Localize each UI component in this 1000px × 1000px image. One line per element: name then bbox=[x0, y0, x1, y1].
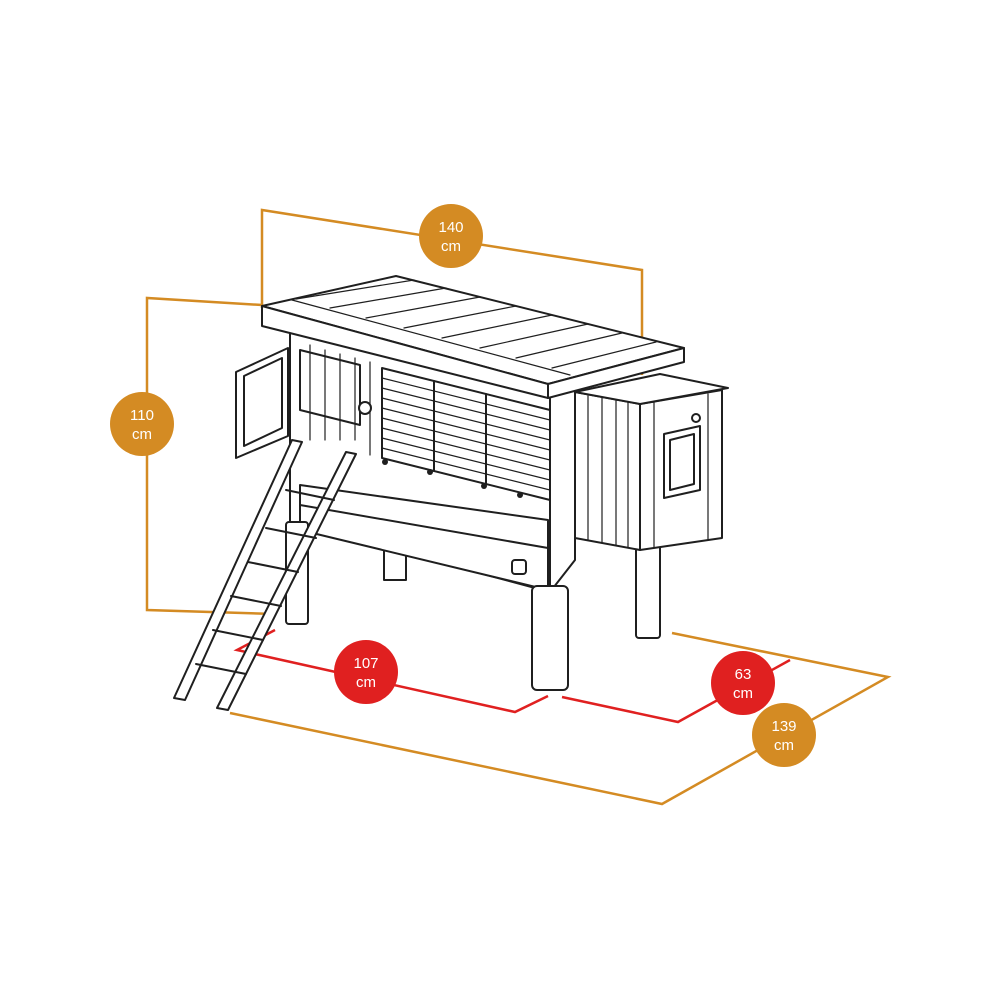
roof-panels bbox=[291, 279, 657, 376]
badge-width-value: 140 bbox=[438, 219, 463, 236]
badge-overall-depth-value: 139 bbox=[771, 718, 796, 735]
badge-inner-depth: 63 cm bbox=[711, 651, 775, 715]
badge-inner-depth-value: 63 bbox=[735, 666, 752, 683]
nest-opening bbox=[299, 349, 361, 426]
badge-width-unit: cm bbox=[441, 238, 461, 255]
badge-height: 110 cm bbox=[110, 392, 174, 456]
ladder bbox=[173, 439, 357, 711]
coop-right-end bbox=[549, 387, 576, 593]
nest-box-slats bbox=[587, 393, 709, 548]
coop-drawing bbox=[173, 275, 729, 711]
back-right-leg bbox=[635, 539, 661, 639]
badge-width: 140 cm bbox=[419, 204, 483, 268]
vent-hinge-dots bbox=[382, 459, 523, 498]
nest-box-front bbox=[574, 391, 641, 551]
badge-height-unit: cm bbox=[132, 426, 152, 443]
latch-knob bbox=[358, 401, 372, 415]
badge-height-value: 110 bbox=[130, 407, 154, 424]
tray-handle bbox=[511, 559, 527, 575]
badge-overall-depth-unit: cm bbox=[774, 737, 794, 754]
roof-right-edge bbox=[547, 347, 685, 399]
nest-box-lid bbox=[574, 373, 729, 405]
inner-dimension-lines bbox=[233, 628, 791, 724]
badge-overall-depth: 139 cm bbox=[752, 703, 816, 767]
vent-louvers bbox=[381, 377, 551, 491]
door-window bbox=[243, 357, 283, 447]
badge-inner-depth-unit: cm bbox=[733, 685, 753, 702]
height-dimension-line bbox=[145, 296, 276, 616]
badge-inner-length-unit: cm bbox=[356, 674, 376, 691]
left-panel-slats bbox=[309, 344, 371, 456]
badge-inner-length-value: 107 bbox=[353, 655, 378, 672]
nest-box-window bbox=[663, 425, 701, 499]
front-right-leg bbox=[531, 585, 569, 691]
nest-box-knob bbox=[691, 413, 701, 423]
badge-inner-length: 107 cm bbox=[334, 640, 398, 704]
